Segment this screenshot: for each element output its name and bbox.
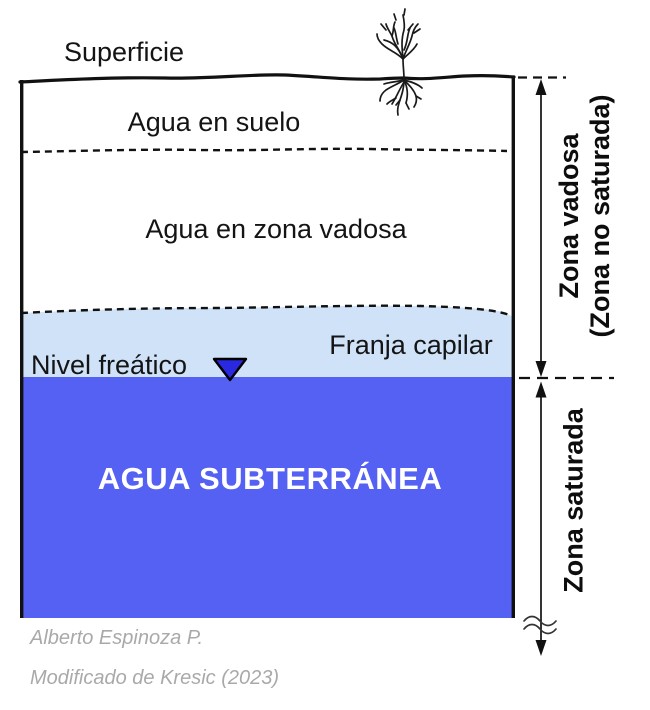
credit-source: Modificado de Kresic (2023) <box>30 667 280 689</box>
vadose-zone-label-line2: (Zona no saturada) <box>585 94 615 338</box>
vadose-zone-label-line1: Zona vadosa <box>554 133 584 299</box>
groundwater-label: AGUA SUBTERRÁNEA <box>97 461 443 496</box>
capillary-fringe-label: Franja capilar <box>329 330 493 360</box>
surface-line <box>18 73 516 84</box>
soil-zone-dashed-line <box>20 147 508 154</box>
vadose-water-label: Agua en zona vadosa <box>145 214 407 244</box>
capillary-fringe-band <box>21 305 513 378</box>
plant-icon <box>376 8 423 116</box>
credit-author: Alberto Espinoza P. <box>30 627 204 649</box>
groundwater-body <box>21 377 513 618</box>
water-table-label: Nivel freático <box>31 350 188 380</box>
break-symbol-icon <box>523 615 557 635</box>
soil-water-label: Agua en suelo <box>127 107 301 137</box>
saturated-zone-label: Zona saturada <box>558 408 589 593</box>
vadose-zone-label: Zona vadosa (Zona no saturada) <box>554 46 616 386</box>
saturated-extent-arrow <box>535 381 547 656</box>
vadose-extent-arrow <box>535 79 547 377</box>
surface-label: Superficie <box>64 37 185 67</box>
capillary-top-dashed-line <box>20 304 513 318</box>
water-table-marker-icon <box>212 357 248 382</box>
